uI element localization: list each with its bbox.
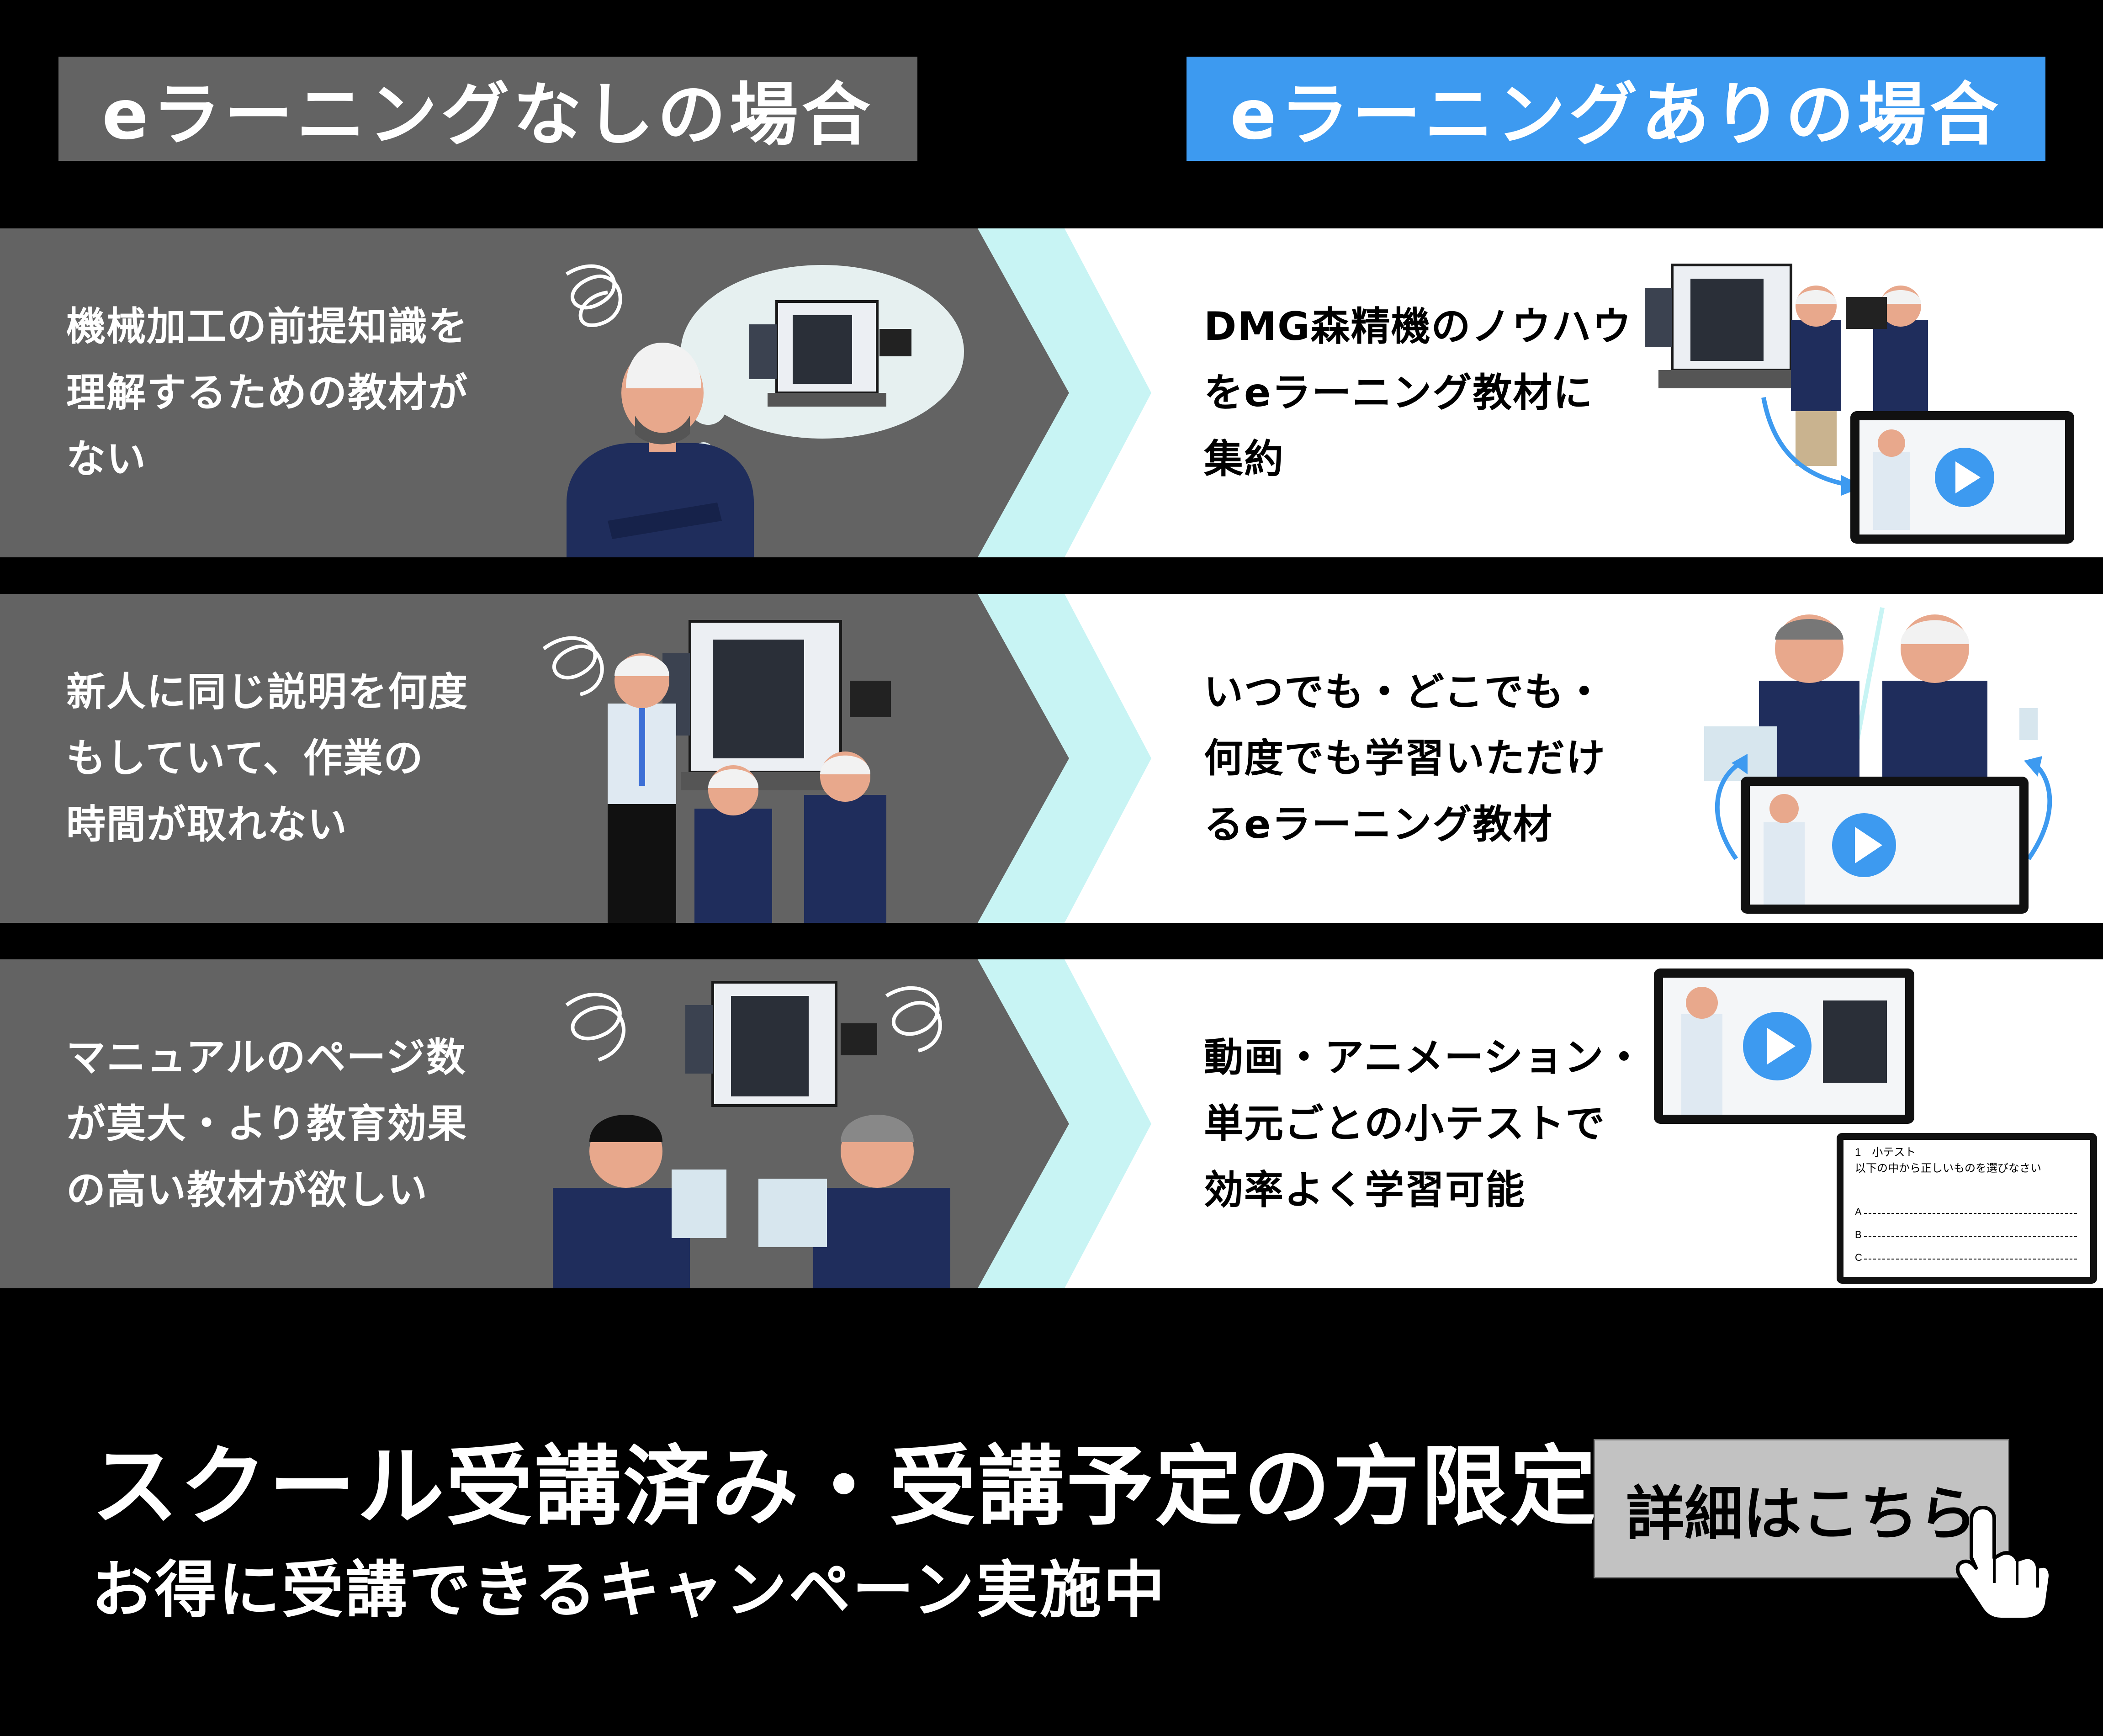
knowledge-to-elearning-illustration <box>1645 264 2074 544</box>
campaign-headline: スクール受講済み・受講予定の方限定で <box>91 1436 1687 1537</box>
video-tablet <box>1850 411 2074 544</box>
repeated-explanation-illustration <box>542 620 891 923</box>
learner-figures <box>1704 614 2038 799</box>
details-button[interactable]: 詳細はこちら <box>1594 1439 2009 1578</box>
solution-text-3: 動画・アニメーション・単元ごとの小テストで効率よく学習可能 <box>1204 1034 1645 1213</box>
worried-worker-illustration <box>565 264 964 557</box>
machine-icon <box>685 981 877 1107</box>
video-tablet <box>1741 777 2029 914</box>
reader-figures <box>553 1115 950 1288</box>
quiz-question: 以下の中から正しいものを選びなさい <box>1855 1162 2041 1175</box>
video-and-quiz-illustration: 1 小テスト 以下の中から正しいものを選びなさい A B C <box>1654 969 2097 1284</box>
problem-text-1: 機械加工の前提知識を理解するための教材がない <box>66 303 468 482</box>
comparison-row-2: 新人に同じ説明を何度もしていて、作業の時間が取れない <box>0 594 2103 923</box>
quiz-card: 1 小テスト 以下の中から正しいものを選びなさい A B C <box>1837 1133 2097 1284</box>
scribble-icon <box>565 264 622 327</box>
worker-figure <box>567 343 754 557</box>
machine-icon <box>1645 264 1805 388</box>
header-with-elearning: eラーニングありの場合 <box>1187 57 2045 161</box>
video-tablet <box>1654 969 1914 1124</box>
quiz-title: 1 小テスト <box>1855 1146 1916 1159</box>
anytime-anywhere-illustration <box>1704 607 2052 914</box>
worker-figures <box>1791 286 1928 466</box>
comparison-row-3: マニュアルのページ数が莫大・より教育効果の高い教材が欲しい <box>0 959 2103 1288</box>
scribble-icon <box>565 986 942 1062</box>
manual-reading-illustration <box>553 981 950 1288</box>
quiz-option-a: A <box>1855 1206 1862 1217</box>
trainer-figure <box>608 653 676 923</box>
details-button-label: 詳細はこちら <box>1626 1480 1977 1548</box>
header-left-label: eラーニングなしの場合 <box>102 75 874 155</box>
header-without-elearning: eラーニングなしの場合 <box>58 57 917 161</box>
machine-icon <box>662 620 891 790</box>
quiz-option-b: B <box>1855 1229 1862 1240</box>
solution-text-1: DMG森精機のノウハウをeラーニング教材に集約 <box>1204 303 1632 482</box>
manual-book <box>672 1170 726 1238</box>
solution-text-2: いつでも・どこでも・何度でも学習いただけるeラーニング教材 <box>1204 669 1606 847</box>
problem-text-3: マニュアルのページ数が莫大・より教育効果の高い教材が欲しい <box>66 1034 468 1213</box>
header-right-label: eラーニングありの場合 <box>1230 75 2002 155</box>
comparison-row-1: 機械加工の前提知識を理解するための教材がない <box>0 228 2103 557</box>
campaign-subline: お得に受講できるキャンペーン実施中 <box>91 1554 1167 1626</box>
machine-icon <box>749 300 911 407</box>
manual-book <box>758 1179 827 1247</box>
problem-text-2: 新人に同じ説明を何度もしていて、作業の時間が取れない <box>66 669 468 847</box>
quiz-option-c: C <box>1855 1252 1862 1263</box>
flow-arrow <box>1761 397 1846 487</box>
trainee-figures <box>694 752 886 923</box>
scribble-icon <box>542 636 604 696</box>
pointing-hand-icon <box>1955 1506 2051 1621</box>
